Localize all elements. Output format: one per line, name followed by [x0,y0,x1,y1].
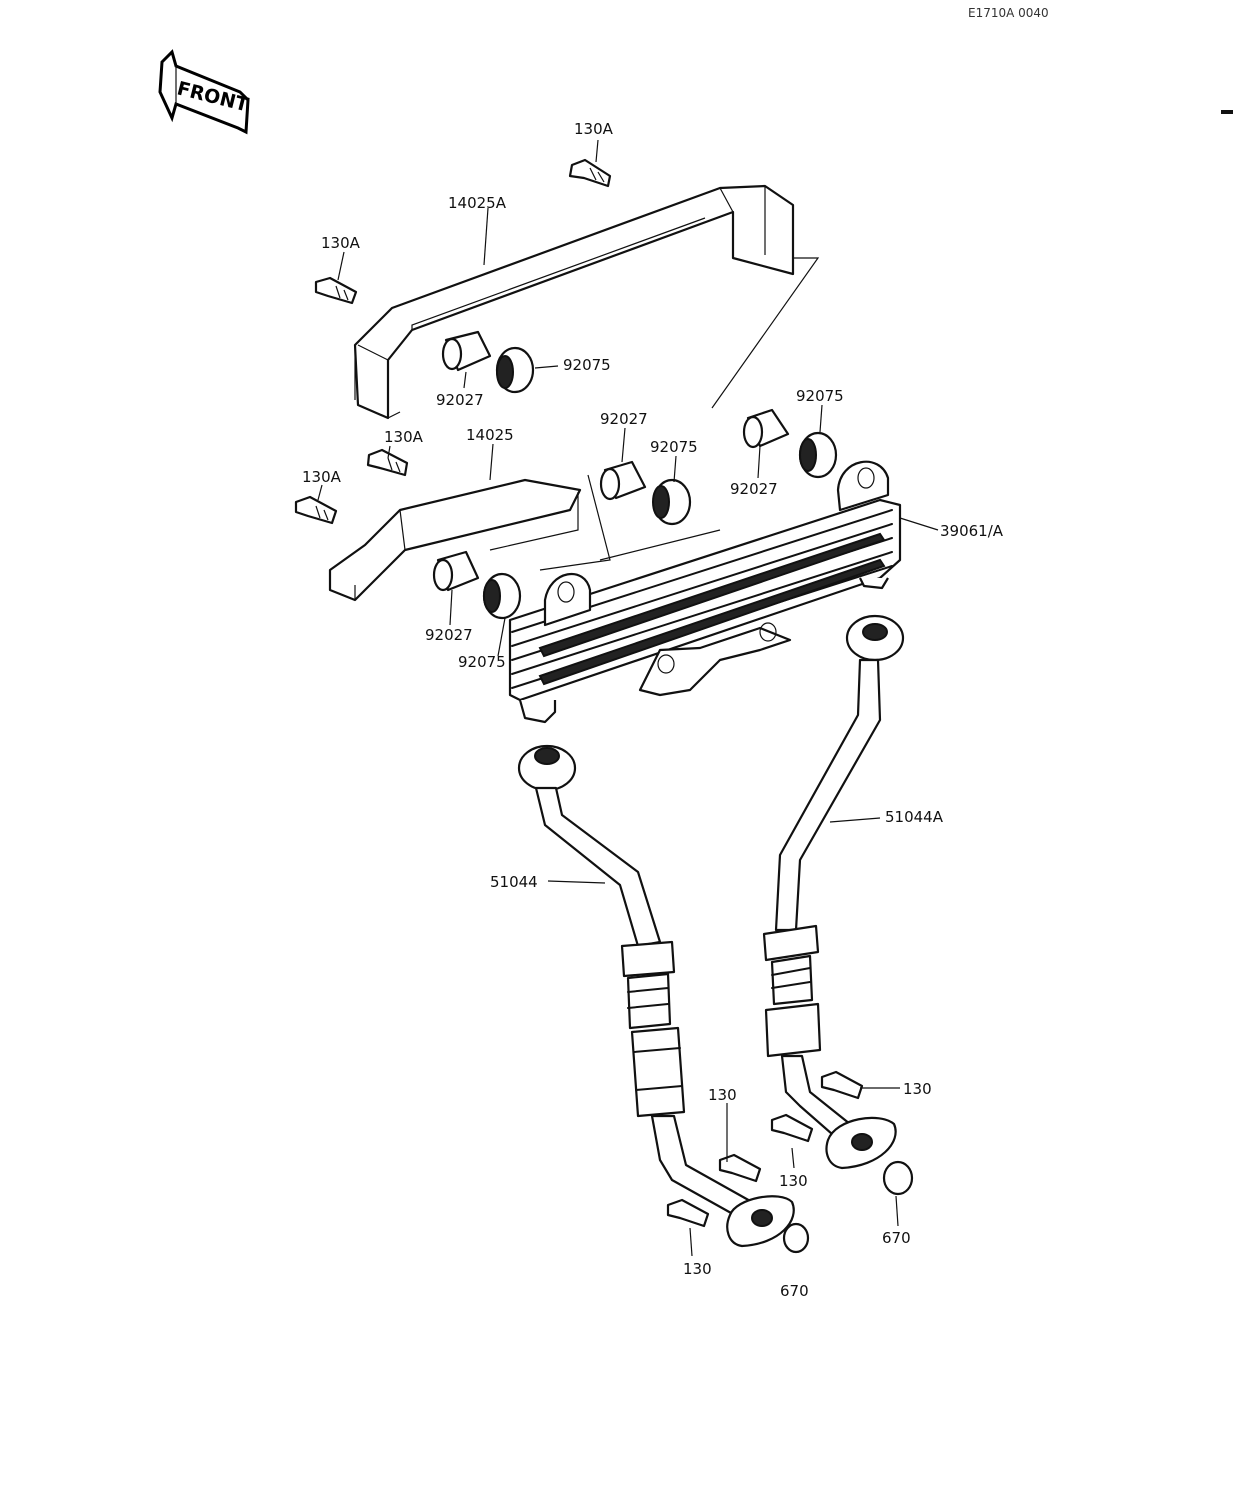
oil-cooler [508,460,902,724]
oring-left [782,1222,810,1254]
oring-right [882,1160,914,1196]
bolt-mid [366,448,409,477]
label-bolt-lower-left: 130A [302,468,342,486]
grommet-lower [482,572,522,620]
label-oil-cooler: 39061/A [940,522,1004,540]
collar-center [599,460,647,501]
label-bracket-upper: 14025A [448,194,507,212]
grommet-center [652,478,692,526]
label-bolt-upper-left: 130A [321,234,361,252]
label-bolt-left-a: 130 [708,1086,737,1104]
diagram-code: E1710A 0040 [968,6,1049,20]
bolt-left-b [666,1198,710,1228]
label-bolt-mid: 130A [384,428,424,446]
front-arrow-icon: FRONT [158,49,251,135]
label-bolt-left-b: 130 [683,1260,712,1278]
bolt-right-b [770,1113,814,1143]
label-grommet-upper-left: 92075 [563,356,611,374]
label-bolt-top: 130A [574,120,614,138]
leader-lines [317,139,939,1257]
grommet-upper-left [495,346,535,394]
bracket-upper [353,184,820,420]
bolt-top [568,158,612,188]
label-collar-center: 92027 [600,410,648,428]
label-collar-right: 92027 [730,480,778,498]
label-grommet-upper-right: 92075 [796,387,844,405]
grommet-upper-right [798,431,838,479]
bracket-lower [328,474,721,602]
label-bolt-right-a: 130 [903,1080,932,1098]
label-oring-left: 670 [780,1282,809,1300]
pipe-left [517,744,795,1248]
label-grommet-center: 92075 [650,438,698,456]
label-collar-lower: 92027 [425,626,473,644]
label-pipe-right: 51044A [885,808,944,826]
bolt-right-a [820,1070,864,1100]
collar-right [742,408,790,449]
label-pipe-left: 51044 [490,873,538,891]
label-bolt-right-b: 130 [779,1172,808,1190]
collar-lower [432,550,480,592]
bolt-left-a [718,1153,762,1183]
label-oring-right: 670 [882,1229,911,1247]
label-collar-upper-left: 92027 [436,391,484,409]
pipe-right [762,614,905,1170]
collar-upper-left [441,330,492,372]
bolt-upper-left [314,276,358,305]
label-bracket-lower: 14025 [466,426,514,444]
bolt-lower-left [294,495,338,525]
label-grommet-lower: 92075 [458,653,506,671]
edge-mark [1221,110,1233,114]
